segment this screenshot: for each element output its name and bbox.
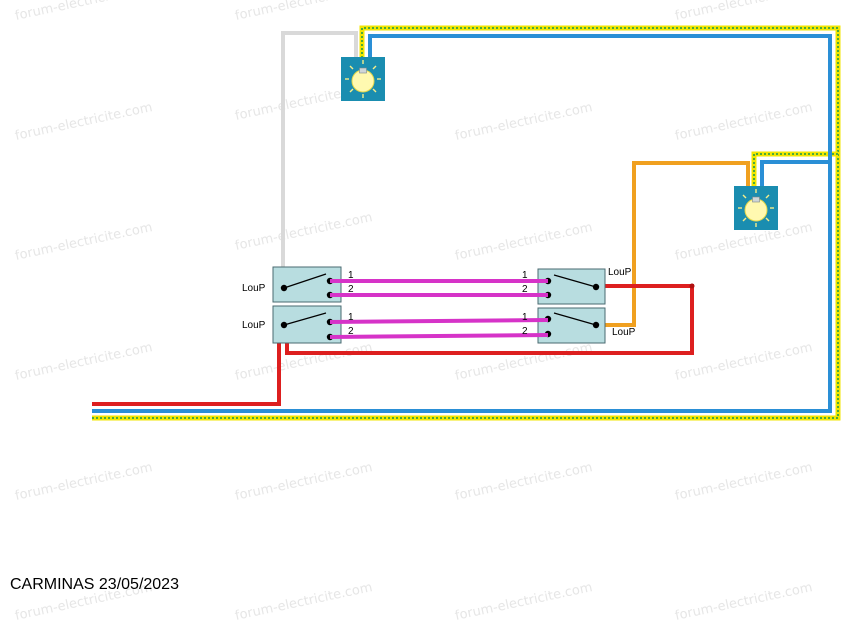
junction-dot	[689, 283, 695, 289]
watermark: forum-electricite.com	[454, 220, 594, 264]
return-wire-lamp-2	[596, 161, 750, 327]
watermark: forum-electricite.com	[14, 460, 154, 504]
watermark: forum-electricite.com	[454, 100, 594, 144]
watermark: forum-electricite.com	[14, 100, 154, 144]
watermark: forum-electricite.com	[454, 460, 594, 504]
switch-right-bottom-lever	[553, 312, 597, 326]
neutral-wire-lamp2	[760, 160, 830, 190]
traveller-wire-bottom-2	[329, 333, 549, 339]
watermark: forum-electricite.com	[674, 460, 814, 504]
terminal-label: 1	[522, 270, 528, 281]
switch-label: LouP	[242, 320, 266, 331]
switch-left-top-lever	[283, 273, 327, 289]
traveller-wire-bottom-1	[329, 318, 549, 324]
watermark: forum-electricite.com	[674, 100, 814, 144]
watermark: forum-electricite.com	[234, 340, 374, 384]
terminal-label: 2	[348, 284, 354, 295]
switch-right-top-common	[592, 283, 600, 291]
terminal-label: 1	[348, 312, 354, 323]
watermark: forum-electricite.com	[454, 340, 594, 384]
watermark: forum-electricite.com	[14, 0, 154, 24]
earth-wire-stripe	[753, 153, 838, 190]
watermark: forum-electricite.com	[234, 0, 374, 24]
switch-left-bottom-common	[280, 321, 288, 329]
terminal-label: 2	[522, 284, 528, 295]
watermark: forum-electricite.com	[234, 580, 374, 621]
lamp-2[interactable]	[734, 186, 778, 230]
terminal-label: 1	[348, 270, 354, 281]
switch-left-bottom-lever	[283, 312, 327, 326]
switch-right-bottom[interactable]	[537, 307, 606, 344]
phase-wire-loop	[285, 284, 694, 355]
watermark: forum-electricite.com	[234, 210, 374, 254]
watermark: forum-electricite.com	[454, 580, 594, 621]
switch-label: LouP	[242, 283, 266, 294]
switch-right-bottom-common	[592, 321, 600, 329]
neutral-wire-main	[92, 34, 832, 413]
neutral-wire	[92, 34, 832, 413]
switch-label: LouP	[612, 327, 636, 338]
watermark: forum-electricite.com	[14, 340, 154, 384]
earth-wire-stripe	[92, 27, 839, 419]
switch-right-top-lever	[553, 274, 597, 288]
terminal-label: 1	[522, 312, 528, 323]
watermark: forum-electricite.com	[674, 0, 814, 24]
switch-label: LouP	[608, 267, 632, 278]
watermark: forum-electricite.com	[674, 580, 814, 621]
lamp-1[interactable]	[341, 57, 385, 101]
earth-wire	[92, 25, 841, 421]
watermark: forum-electricite.com	[234, 460, 374, 504]
traveller-wires	[329, 279, 549, 339]
terminal-label: 2	[522, 326, 528, 337]
watermark: forum-electricite.com	[14, 220, 154, 264]
return-wire-lamp-1	[281, 31, 358, 287]
switch-left-top-common	[280, 284, 288, 292]
switch-right-top[interactable]	[537, 268, 606, 305]
light-bulb-icon	[345, 60, 381, 98]
earth-wire-stroke	[751, 151, 838, 190]
watermark: forum-electricite.com	[674, 340, 814, 384]
light-bulb-icon	[738, 189, 774, 227]
terminal-label: 2	[348, 326, 354, 337]
author-caption: CARMINAS 23/05/2023	[10, 576, 179, 593]
